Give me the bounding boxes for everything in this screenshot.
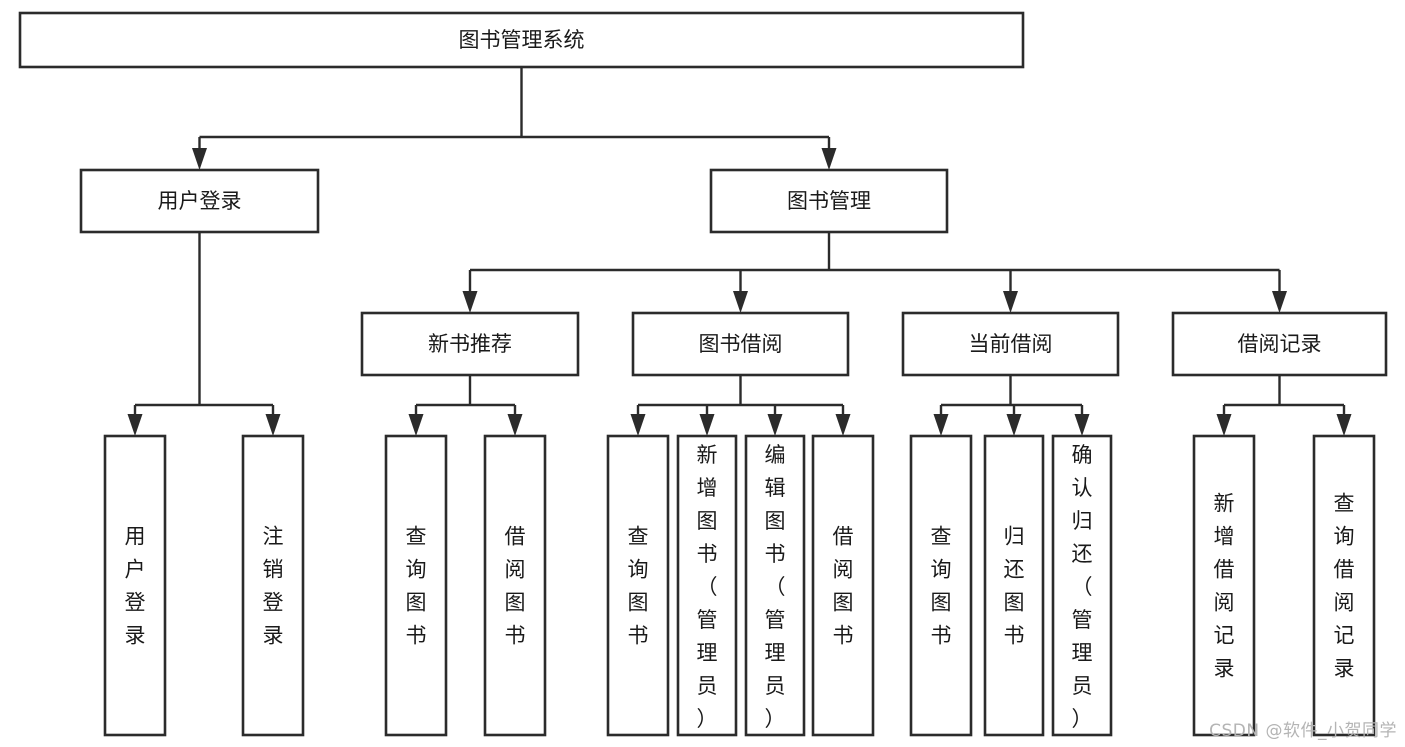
node-label-leaf-user-login: 用户登录	[125, 524, 146, 647]
node-leaf-query-book-3[interactable]: 查询图书	[909, 434, 973, 737]
node-label-root: 图书管理系统	[459, 28, 585, 52]
arrow-to-current-borrow	[1003, 291, 1018, 313]
arrow-to-leaf-return-book	[1006, 414, 1022, 436]
arrow-to-borrow-record	[1272, 291, 1287, 313]
node-label-leaf-add-book-admin: 新增图书（管理员）	[697, 443, 718, 731]
arrow-to-leaf-add-book-admin	[699, 414, 715, 436]
node-leaf-return-book[interactable]: 归还图书	[983, 434, 1045, 737]
node-box-leaf-borrow-book-2	[811, 434, 875, 737]
node-leaf-add-borrow-record[interactable]: 新增借阅记录	[1192, 434, 1256, 737]
arrow-to-leaf-user-login	[127, 414, 143, 436]
csdn-watermark: CSDN @软件_小贺同学	[1209, 721, 1397, 741]
node-leaf-edit-book-admin[interactable]: 编辑图书（管理员）	[744, 434, 806, 737]
node-label-leaf-borrow-book-1: 借阅图书	[505, 524, 526, 647]
node-box-leaf-query-book-1	[384, 434, 448, 737]
node-box-leaf-edit-book-admin	[744, 434, 806, 737]
arrow-to-leaf-query-borrow-record	[1336, 414, 1352, 436]
node-leaf-confirm-return-admin[interactable]: 确认归还（管理员）	[1051, 434, 1113, 737]
node-label-leaf-query-book-2: 查询图书	[628, 524, 649, 647]
node-label-user-login: 用户登录	[158, 189, 242, 213]
arrow-to-user-login	[192, 148, 207, 170]
node-box-leaf-logout-login	[241, 434, 305, 737]
node-current-borrow[interactable]: 当前借阅	[901, 311, 1120, 377]
node-user-login[interactable]: 用户登录	[79, 168, 320, 234]
node-new-book-recommend[interactable]: 新书推荐	[360, 311, 580, 377]
node-label-new-book-recommend: 新书推荐	[428, 332, 512, 356]
node-box-user-login	[79, 168, 320, 234]
node-box-new-book-recommend	[360, 311, 580, 377]
node-label-current-borrow: 当前借阅	[969, 332, 1053, 356]
node-label-leaf-edit-book-admin: 编辑图书（管理员）	[765, 443, 786, 731]
node-borrow-record[interactable]: 借阅记录	[1171, 311, 1388, 377]
node-label-leaf-add-borrow-record: 新增借阅记录	[1214, 491, 1235, 680]
arrow-to-book-management	[821, 148, 837, 170]
nodes-layer: 图书管理系统用户登录图书管理新书推荐图书借阅当前借阅借阅记录用户登录注销登录查询…	[18, 11, 1388, 737]
node-leaf-query-borrow-record[interactable]: 查询借阅记录	[1312, 434, 1376, 737]
node-leaf-borrow-book-1[interactable]: 借阅图书	[483, 434, 547, 737]
arrow-to-leaf-borrow-book-2	[835, 414, 851, 436]
node-box-leaf-user-login	[103, 434, 167, 737]
node-box-book-borrow	[631, 311, 850, 377]
arrow-to-leaf-query-book-1	[408, 414, 424, 436]
node-box-leaf-query-borrow-record	[1312, 434, 1376, 737]
node-leaf-query-book-1[interactable]: 查询图书	[384, 434, 448, 737]
node-label-borrow-record: 借阅记录	[1238, 332, 1322, 356]
node-label-leaf-return-book: 归还图书	[1004, 524, 1025, 647]
node-label-leaf-query-book-3: 查询图书	[931, 524, 952, 647]
node-book-borrow[interactable]: 图书借阅	[631, 311, 850, 377]
arrow-to-leaf-query-book-2	[630, 414, 646, 436]
arrow-to-new-book-recommend	[462, 291, 478, 313]
arrow-to-leaf-query-book-3	[933, 414, 949, 436]
arrow-to-leaf-edit-book-admin	[767, 414, 783, 436]
node-label-leaf-borrow-book-2: 借阅图书	[833, 524, 854, 647]
node-leaf-borrow-book-2[interactable]: 借阅图书	[811, 434, 875, 737]
node-leaf-add-book-admin[interactable]: 新增图书（管理员）	[676, 434, 738, 737]
node-box-leaf-query-book-2	[606, 434, 670, 737]
node-label-leaf-confirm-return-admin: 确认归还（管理员）	[1072, 443, 1093, 731]
node-box-current-borrow	[901, 311, 1120, 377]
node-box-leaf-query-book-3	[909, 434, 973, 737]
node-leaf-logout-login[interactable]: 注销登录	[241, 434, 305, 737]
node-label-leaf-query-book-1: 查询图书	[406, 524, 427, 647]
node-box-borrow-record	[1171, 311, 1388, 377]
node-box-leaf-add-book-admin	[676, 434, 738, 737]
node-leaf-user-login[interactable]: 用户登录	[103, 434, 167, 737]
connectors-layer	[127, 67, 1352, 436]
node-box-leaf-confirm-return-admin	[1051, 434, 1113, 737]
node-label-book-management: 图书管理	[787, 189, 871, 213]
arrow-to-book-borrow	[733, 291, 748, 313]
node-box-leaf-return-book	[983, 434, 1045, 737]
node-leaf-query-book-2[interactable]: 查询图书	[606, 434, 670, 737]
node-box-leaf-add-borrow-record	[1192, 434, 1256, 737]
arrow-to-leaf-borrow-book-1	[507, 414, 523, 436]
node-box-root	[18, 11, 1025, 69]
node-label-leaf-query-borrow-record: 查询借阅记录	[1334, 491, 1355, 680]
arrow-to-leaf-add-borrow-record	[1216, 414, 1232, 436]
node-box-leaf-borrow-book-1	[483, 434, 547, 737]
node-book-management[interactable]: 图书管理	[709, 168, 949, 234]
arrow-to-leaf-logout-login	[265, 414, 281, 436]
node-box-book-management	[709, 168, 949, 234]
node-label-book-borrow: 图书借阅	[699, 332, 783, 356]
node-root[interactable]: 图书管理系统	[18, 11, 1025, 69]
node-label-leaf-logout-login: 注销登录	[263, 524, 284, 647]
arrow-to-leaf-confirm-return-admin	[1074, 414, 1090, 436]
